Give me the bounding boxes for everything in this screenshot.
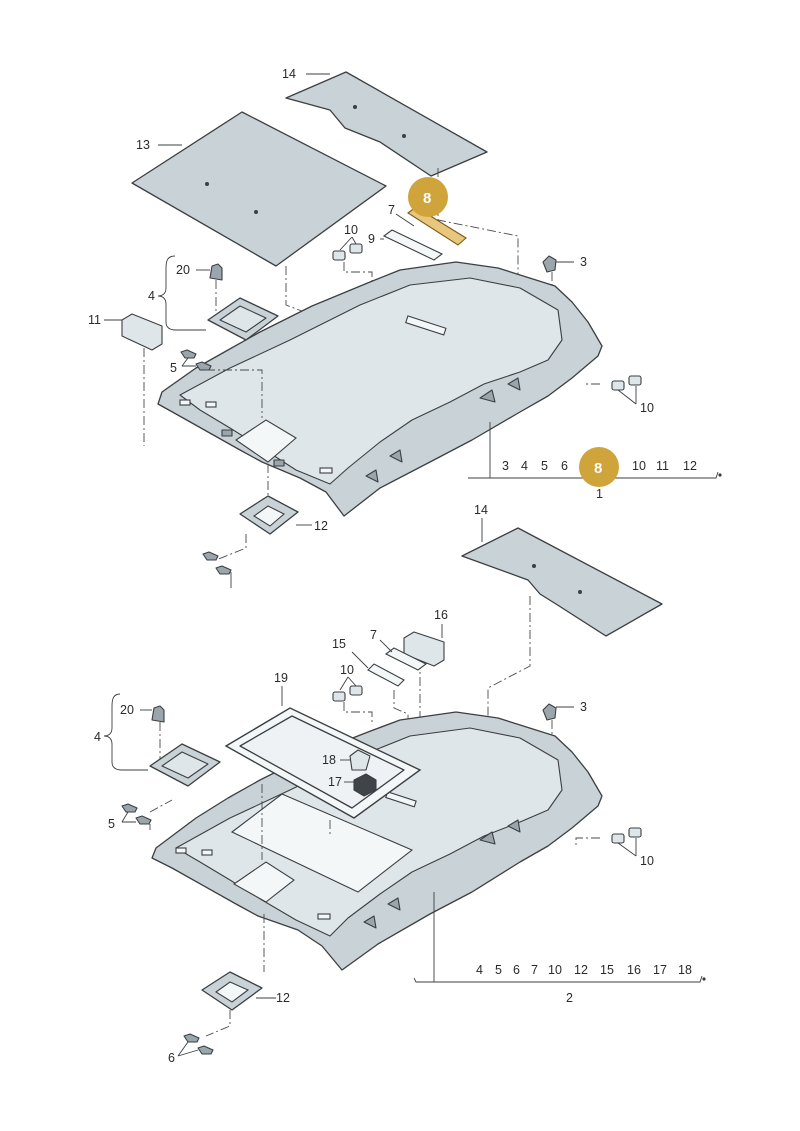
upper-list-item-highlight: 8: [594, 460, 602, 477]
lower-clip-20[interactable]: [151, 705, 165, 723]
upper-label-10-right: 10: [640, 401, 654, 415]
lower-clip-3[interactable]: [542, 703, 557, 721]
lower-list-item: 5: [495, 963, 502, 977]
lower-list-item: 18: [678, 963, 692, 977]
upper-clip-3[interactable]: [542, 255, 557, 273]
lower-label-19: 19: [274, 671, 288, 685]
upper-list-item: 12: [683, 459, 697, 473]
lower-label-14: 14: [474, 503, 488, 517]
upper-clip-10b[interactable]: [349, 243, 363, 254]
upper-label-10-left: 10: [344, 223, 358, 237]
upper-screw-b[interactable]: [215, 565, 232, 575]
upper-highlight-badge-list-8[interactable]: [579, 447, 619, 487]
upper-list-item: 3: [502, 459, 509, 473]
lower-list-item: 12: [574, 963, 588, 977]
lower-strip-7[interactable]: [384, 647, 428, 671]
lower-panel-14[interactable]: [461, 527, 663, 637]
upper-label-14: 14: [282, 67, 296, 81]
lower-screw-5a[interactable]: [121, 803, 138, 813]
lower-assembly-list: 4 5 6 7 10 12 15 16 17 18: [476, 963, 692, 977]
lower-label-10-left: 10: [340, 663, 354, 677]
lower-label-18: 18: [322, 753, 336, 767]
lower-clip-10d[interactable]: [628, 827, 642, 838]
lower-screw-5b[interactable]: [135, 815, 152, 825]
upper-label-13: 13: [136, 138, 150, 152]
lower-list-item: 15: [600, 963, 614, 977]
lower-label-7: 7: [370, 628, 377, 642]
upper-assembly: 14 13 8 9 7 10 3: [88, 67, 722, 588]
lower-label-15: 15: [332, 637, 346, 651]
upper-label-5: 5: [170, 361, 177, 375]
upper-console-opening: [235, 419, 297, 463]
upper-highlight-badge-8[interactable]: [408, 177, 448, 217]
upper-label-3: 3: [580, 255, 587, 269]
lower-screw-6b[interactable]: [197, 1045, 214, 1055]
lower-label-6: 6: [168, 1051, 175, 1065]
lower-label-12: 12: [276, 991, 290, 1005]
upper-screw-a[interactable]: [202, 551, 219, 561]
upper-assembly-number: 1: [596, 487, 603, 501]
lower-list-item: 10: [548, 963, 562, 977]
lower-clip-10c[interactable]: [611, 833, 625, 844]
lower-label-20: 20: [120, 703, 134, 717]
lower-assembly: 14 16 7 15 10 3: [94, 503, 706, 1065]
lower-clip-10b[interactable]: [349, 685, 363, 696]
upper-list-item: 10: [632, 459, 646, 473]
lower-clip-18[interactable]: [349, 749, 371, 771]
upper-assembly-list: 3 4 5 6 8 10 11 12: [502, 447, 697, 487]
upper-label-11: 11: [88, 313, 101, 327]
lower-label-5: 5: [108, 817, 115, 831]
upper-list-item: 11: [656, 459, 669, 473]
lower-screw-6a[interactable]: [183, 1033, 200, 1043]
upper-label-4: 4: [148, 289, 155, 303]
upper-screw-5b[interactable]: [195, 361, 212, 371]
lower-assembly-number: 2: [566, 991, 573, 1005]
upper-list-item: 5: [541, 459, 548, 473]
lower-list-item: 17: [653, 963, 667, 977]
upper-highlight-label-8: 8: [423, 190, 431, 207]
lower-clip-10a[interactable]: [332, 691, 346, 702]
upper-seal-9[interactable]: [382, 229, 444, 261]
lower-switch-17[interactable]: [353, 773, 377, 797]
upper-label-12: 12: [314, 519, 328, 533]
lower-label-3: 3: [580, 700, 587, 714]
upper-block-11[interactable]: [121, 313, 163, 351]
upper-label-20: 20: [176, 263, 190, 277]
upper-list-item: 6: [561, 459, 568, 473]
lower-list-item: 4: [476, 963, 483, 977]
lower-strip-15[interactable]: [367, 663, 405, 687]
upper-panel-13[interactable]: [131, 111, 387, 267]
lower-sunroof-opening: [230, 793, 414, 893]
upper-clip-10d[interactable]: [628, 375, 642, 386]
upper-list-item: 4: [521, 459, 528, 473]
lower-label-16: 16: [434, 608, 448, 622]
lower-label-17: 17: [328, 775, 342, 789]
lower-label-10-right: 10: [640, 854, 654, 868]
upper-label-9: 9: [368, 232, 375, 246]
lower-list-item: 16: [627, 963, 641, 977]
upper-clip-10a[interactable]: [332, 250, 346, 261]
lower-list-item: 7: [531, 963, 538, 977]
upper-label-7: 7: [388, 203, 395, 217]
lower-list-item: 6: [513, 963, 520, 977]
upper-panel-14[interactable]: [285, 71, 488, 177]
upper-clip-20[interactable]: [209, 263, 223, 281]
upper-clip-10c[interactable]: [611, 380, 625, 391]
upper-screw-5a[interactable]: [180, 349, 197, 359]
lower-label-4: 4: [94, 730, 101, 744]
